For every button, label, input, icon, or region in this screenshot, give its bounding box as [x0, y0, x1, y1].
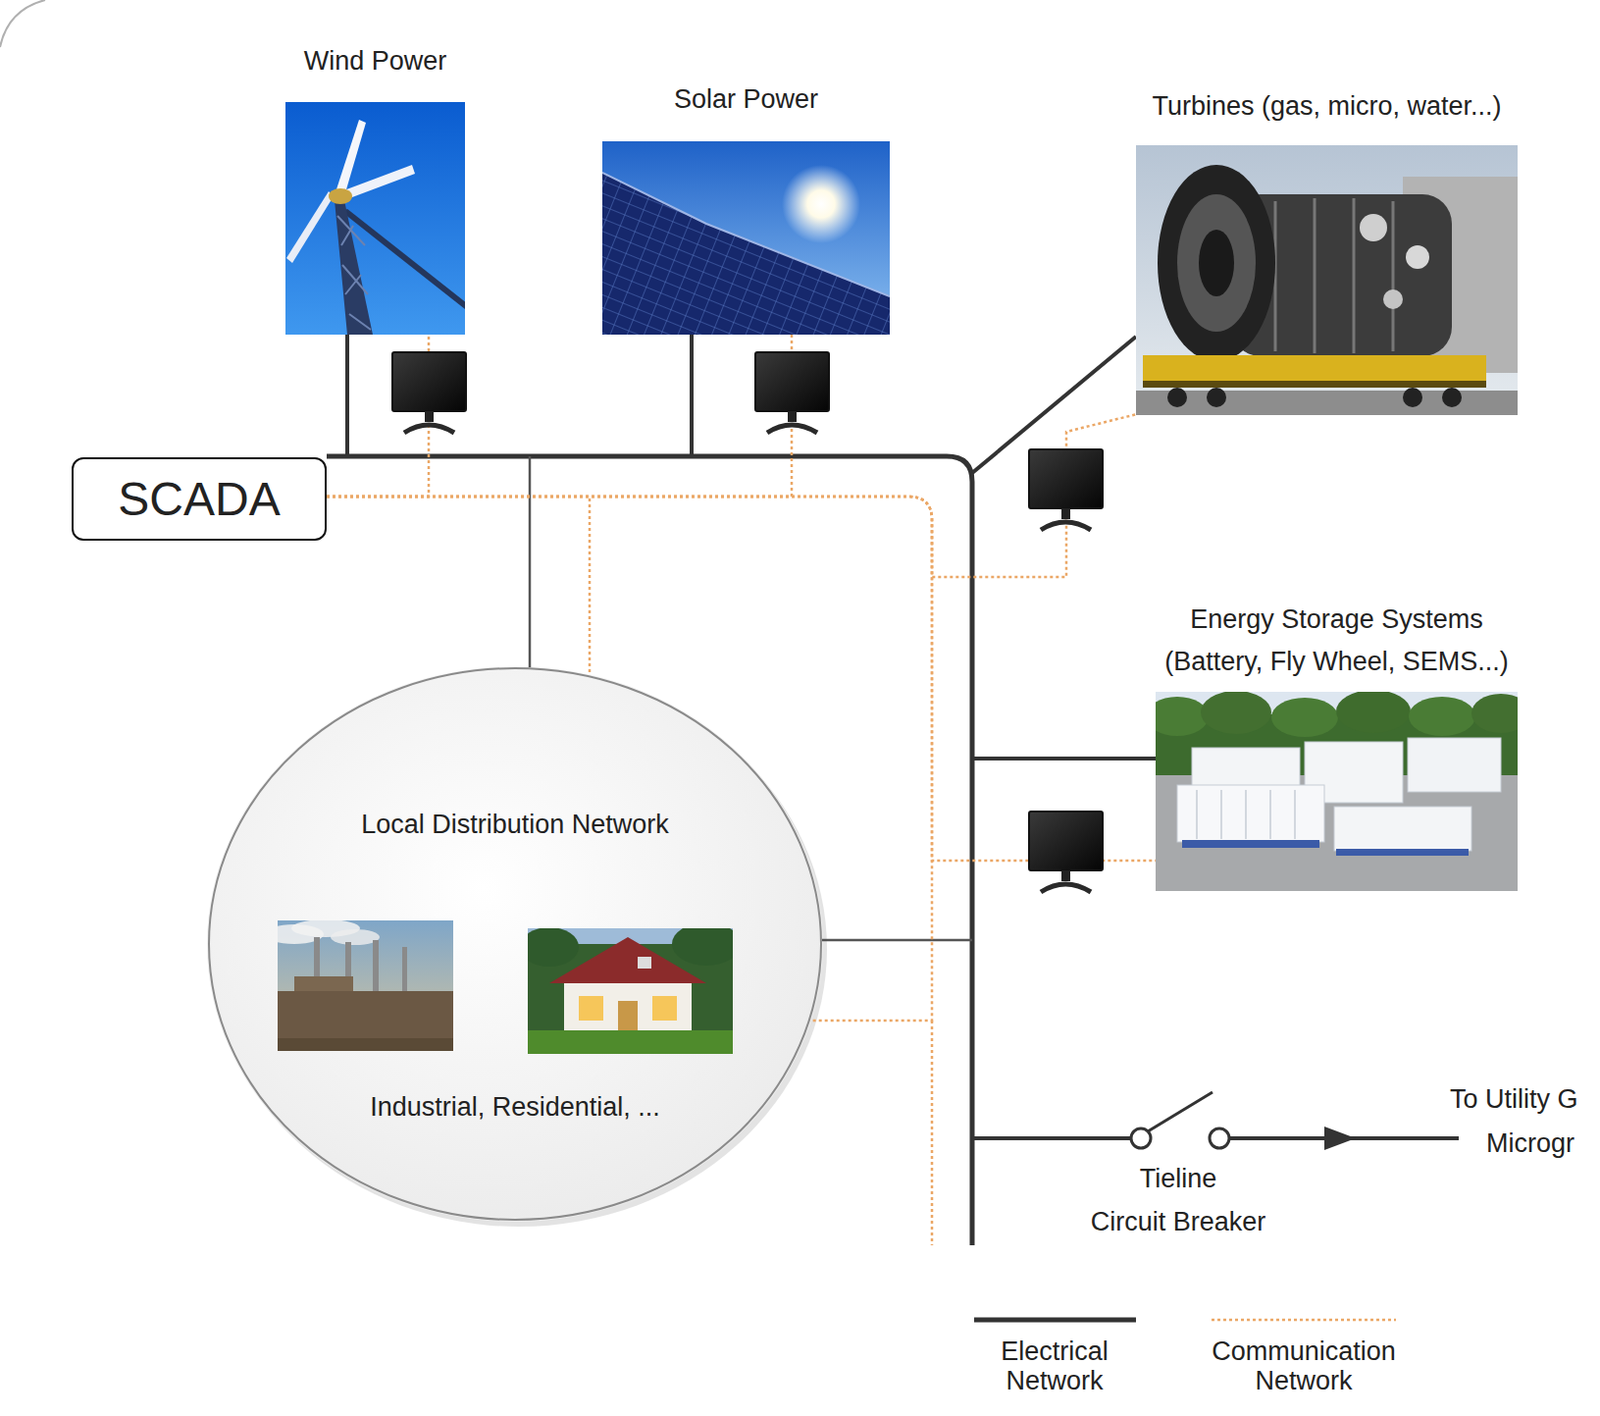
house-picture [527, 928, 733, 1054]
wind-power-panel: Wind Power [285, 102, 465, 335]
grid-label: To Utility G [1449, 1083, 1579, 1115]
battery-storage-picture [1155, 691, 1518, 891]
energy-storage-panel: Energy Storage Systems(Battery, Fly Whee… [1155, 691, 1518, 891]
legend-text: Communication Network [1186, 1336, 1422, 1395]
communication-link [326, 413, 1137, 577]
monitor-icon [755, 352, 829, 433]
node-title: Turbines (gas, micro, water...) [1151, 90, 1501, 122]
tieline-breaker-symbol [972, 1091, 1459, 1150]
solar-power-panel: Solar Power [602, 141, 890, 335]
monitor-icon [1029, 811, 1103, 892]
communication-link [326, 496, 932, 1021]
electrical-bus [326, 334, 1156, 1245]
node-title: Local Distribution Network [361, 808, 670, 840]
communication-trunk [930, 1020, 934, 1245]
circle-outline [206, 666, 824, 1222]
scada-box: SCADA [71, 457, 327, 541]
wind-turbine-picture [285, 102, 465, 335]
legend-line [1211, 1318, 1396, 1322]
circle-outline [208, 668, 822, 1220]
gas-turbine-picture [1135, 145, 1518, 415]
node-title: Energy Storage Systems [1189, 603, 1484, 635]
monitor-icon [1029, 449, 1103, 530]
breaker-label: Tieline [1139, 1162, 1218, 1194]
distribution-circle-fill [206, 666, 827, 1227]
grid-label: Microgr [1486, 1127, 1575, 1159]
legend-line [974, 1317, 1136, 1323]
corner-arc [0, 0, 46, 48]
communication-link [326, 334, 792, 497]
solar-panel-picture [602, 141, 890, 335]
distribution-network-circle: Local Distribution NetworkIndustrial, Re… [206, 666, 824, 1222]
node-title: (Battery, Fly Wheel, SEMS...) [1164, 645, 1509, 677]
factory-picture [277, 920, 454, 1051]
node-title: Wind Power [304, 45, 448, 77]
monitor-icon [392, 352, 466, 433]
node-title: Solar Power [673, 83, 819, 115]
legend-text: Electrical Network [971, 1336, 1138, 1395]
breaker-label: Circuit Breaker [1090, 1205, 1267, 1238]
node-title: Industrial, Residential, ... [369, 1090, 661, 1123]
box-label: SCADA [117, 470, 280, 528]
communication-link [326, 496, 1156, 861]
turbine-panel: Turbines (gas, micro, water...) [1135, 145, 1518, 415]
